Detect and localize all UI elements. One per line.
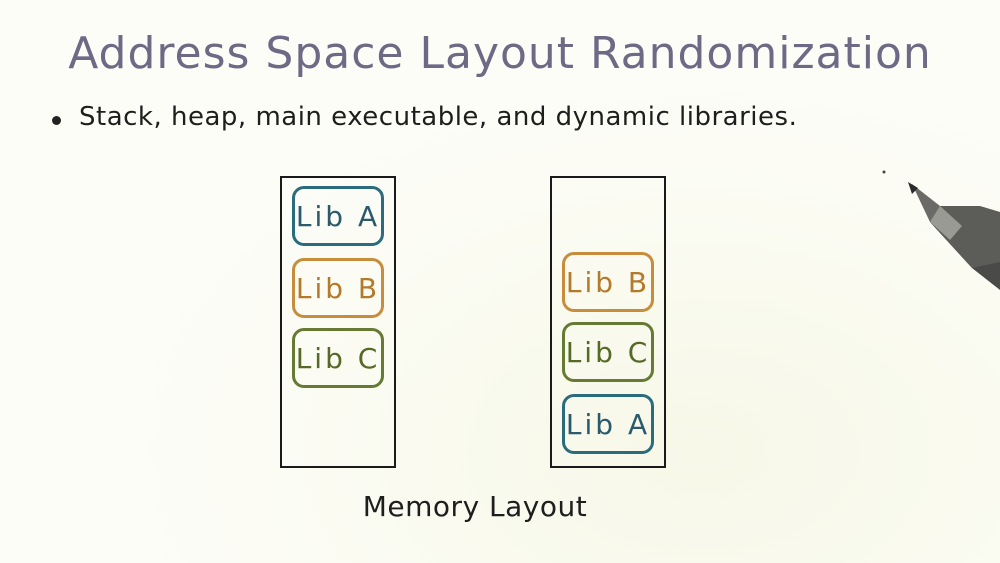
slide-title: Address Space Layout Randomization xyxy=(68,28,932,79)
lib-b-box: Lib B xyxy=(292,258,384,318)
memory-column-left: Lib A Lib B Lib C xyxy=(280,176,396,468)
lib-b-box: Lib B xyxy=(562,252,654,312)
bullet-dot-icon xyxy=(52,115,61,125)
diagram-caption: Memory Layout xyxy=(362,490,588,523)
memory-column-right: Lib B Lib C Lib A xyxy=(550,176,666,468)
lib-c-box: Lib C xyxy=(562,322,654,382)
bullet-text: Stack, heap, main executable, and dynami… xyxy=(79,102,798,132)
lib-a-box: Lib A xyxy=(562,394,654,454)
bullet-item: Stack, heap, main executable, and dynami… xyxy=(52,102,797,132)
lib-a-box: Lib A xyxy=(292,186,384,246)
lib-c-box: Lib C xyxy=(292,328,384,388)
